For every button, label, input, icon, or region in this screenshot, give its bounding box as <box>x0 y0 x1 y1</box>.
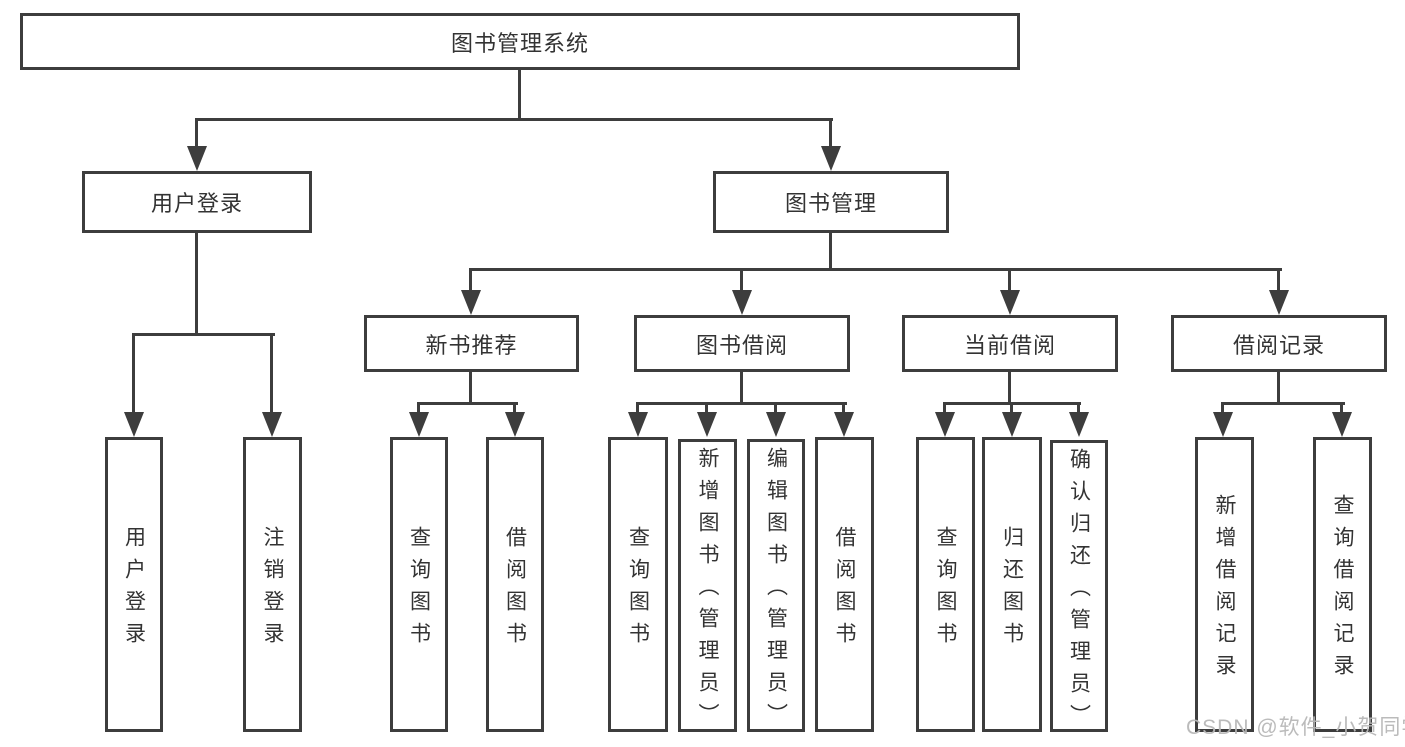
node-label: 借阅记录 <box>1232 332 1325 358</box>
node-label: 查询借阅记录 <box>1331 494 1354 686</box>
connector-line <box>469 372 472 404</box>
connector-line <box>636 402 847 405</box>
box-borrow-records: 借阅记录 <box>1171 315 1387 372</box>
arrowhead-down-icon <box>262 412 282 437</box>
csdn-watermark: CSDN @软件_小贺同学 <box>1186 716 1405 739</box>
arrowhead-down-icon <box>834 412 854 437</box>
connector-line <box>1277 268 1280 292</box>
node-label: 用户登录 <box>122 526 146 654</box>
node-label: 借阅图书 <box>833 526 856 654</box>
arrowhead-down-icon <box>697 412 717 437</box>
box-new-book-recommend: 新书推荐 <box>364 315 579 372</box>
node-label: 编辑图书（管理员） <box>764 447 788 735</box>
connector-line <box>270 333 273 414</box>
arrowhead-down-icon <box>187 146 207 171</box>
leaf-user-login: 用户登录 <box>105 437 163 732</box>
arrowhead-down-icon <box>732 290 752 315</box>
arrowhead-down-icon <box>1002 412 1022 437</box>
leaf-query-books-recommend: 查询图书 <box>390 437 448 732</box>
arrowhead-down-icon <box>1000 290 1020 315</box>
arrowhead-down-icon <box>821 146 841 171</box>
connector-line <box>1221 402 1224 415</box>
arrowhead-down-icon <box>935 412 955 437</box>
connector-line <box>1008 372 1011 404</box>
box-book-management: 图书管理 <box>713 171 949 233</box>
connector-line <box>1340 402 1343 415</box>
arrowhead-down-icon <box>124 412 144 437</box>
connector-line <box>195 118 198 150</box>
connector-line <box>636 402 639 415</box>
node-label: 新增图书（管理员） <box>696 447 719 735</box>
box-system-root: 图书管理系统 <box>20 13 1020 70</box>
connector-line <box>132 333 275 336</box>
connector-line <box>943 402 946 415</box>
connector-line <box>740 268 743 292</box>
node-label: 用户登录 <box>150 191 243 216</box>
connector-line <box>1010 402 1013 415</box>
connector-line <box>1008 268 1011 292</box>
node-label: 图书管理 <box>784 191 877 216</box>
connector-line <box>469 268 1282 271</box>
arrowhead-down-icon <box>1269 290 1289 315</box>
node-label: 图书借阅 <box>695 332 788 358</box>
connector-line <box>417 402 518 405</box>
node-label: 查询图书 <box>626 526 650 654</box>
leaf-borrow-books-recommend: 借阅图书 <box>486 437 544 732</box>
node-label: 查询图书 <box>407 526 431 654</box>
leaf-query-books-borrowing: 查询图书 <box>608 437 668 732</box>
arrowhead-down-icon <box>1213 412 1233 437</box>
box-book-borrowing: 图书借阅 <box>634 315 850 372</box>
arrowhead-down-icon <box>1069 412 1089 437</box>
connector-line <box>132 333 135 414</box>
connector-line <box>518 70 521 120</box>
leaf-return-books: 归还图书 <box>982 437 1042 732</box>
connector-line <box>1077 402 1080 415</box>
connector-line <box>705 402 708 415</box>
node-label: 图书管理系统 <box>450 30 589 56</box>
arrowhead-down-icon <box>766 412 786 437</box>
node-label: 新书推荐 <box>425 332 518 358</box>
connector-line <box>829 118 832 150</box>
node-label: 确认归还（管理员） <box>1067 447 1091 736</box>
arrowhead-down-icon <box>409 412 429 437</box>
leaf-confirm-return-admin: 确认归还（管理员） <box>1050 440 1108 736</box>
node-label: 借阅图书 <box>503 526 527 654</box>
leaf-add-borrow-record: 新增借阅记录 <box>1195 437 1254 732</box>
node-label: 当前借阅 <box>963 332 1056 358</box>
connector-line <box>740 372 743 404</box>
connector-line <box>1277 372 1280 404</box>
leaf-borrow-books-borrowing: 借阅图书 <box>815 437 874 732</box>
connector-line <box>1221 402 1345 405</box>
connector-line <box>774 402 777 415</box>
arrowhead-down-icon <box>628 412 648 437</box>
node-label: 归还图书 <box>1000 526 1024 654</box>
leaf-query-borrow-record: 查询借阅记录 <box>1313 437 1372 732</box>
connector-line <box>469 268 472 292</box>
arrowhead-down-icon <box>461 290 481 315</box>
leaf-edit-books-admin: 编辑图书（管理员） <box>747 439 805 735</box>
arrowhead-down-icon <box>505 412 525 437</box>
connector-line <box>195 118 833 121</box>
box-current-borrowing: 当前借阅 <box>902 315 1118 372</box>
connector-line <box>829 233 832 270</box>
node-label: 查询图书 <box>934 526 957 654</box>
leaf-add-books-admin: 新增图书（管理员） <box>678 439 737 735</box>
node-label: 注销登录 <box>261 526 284 654</box>
connector-line <box>195 233 198 335</box>
leaf-logout: 注销登录 <box>243 437 302 732</box>
connector-line <box>513 402 516 415</box>
leaf-query-books-current: 查询图书 <box>916 437 975 732</box>
box-user-login: 用户登录 <box>82 171 312 233</box>
connector-line <box>417 402 420 415</box>
arrowhead-down-icon <box>1332 412 1352 437</box>
connector-line <box>842 402 845 415</box>
node-label: 新增借阅记录 <box>1213 494 1236 686</box>
